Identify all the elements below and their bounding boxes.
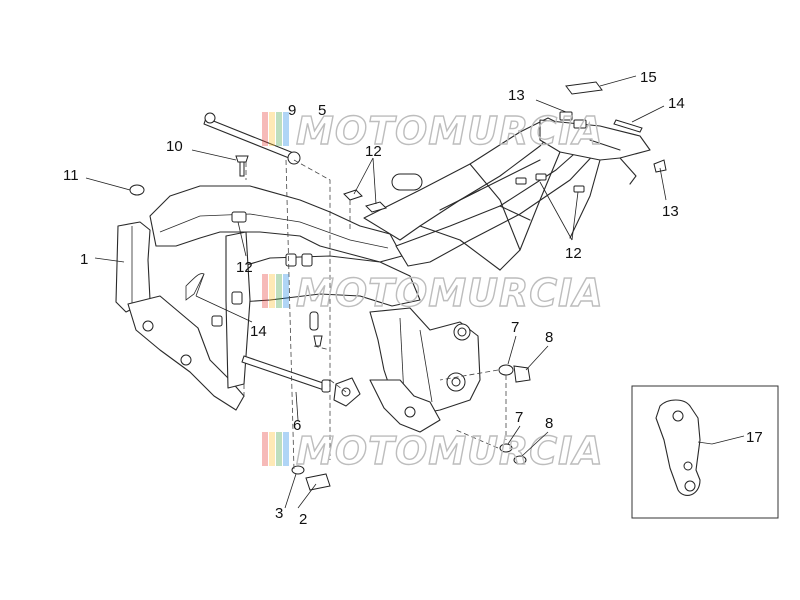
callout-14: 14: [250, 323, 267, 340]
callout-3: 3: [275, 505, 283, 522]
watermark-text: MOTOMURCIA: [296, 429, 604, 473]
inset-panel: [631, 385, 779, 519]
watermark-stripe: [276, 432, 282, 466]
callout-labels: 1 2 3 6 7 7 8 8 10 11 12 12 12 13 13 14 …: [63, 69, 763, 528]
watermark-stripe: [276, 274, 282, 308]
watermark-stripe: [269, 274, 275, 308]
callout-12: 12: [365, 143, 382, 160]
watermark-stripe: [262, 112, 268, 146]
watermark-stripe: [283, 432, 289, 466]
callout-8: 8: [545, 415, 553, 432]
watermark-bottom: MOTOMURCIA: [262, 428, 604, 474]
mounting-bracket-icon: [655, 399, 701, 496]
watermark-stripe: [262, 432, 268, 466]
callout-14: 14: [668, 95, 685, 112]
callout-17: 17: [746, 429, 763, 446]
watermark-stripe: [262, 274, 268, 308]
callout-13: 13: [508, 87, 525, 104]
leader-lines: [85, 75, 745, 509]
callout-9: 9: [288, 102, 296, 119]
callout-7: 7: [515, 409, 523, 426]
assembly-lines: [243, 159, 507, 471]
watermark-text: MOTOMURCIA: [296, 109, 604, 153]
callout-15: 15: [640, 69, 657, 86]
callout-10: 10: [166, 138, 183, 155]
callout-6: 6: [293, 417, 301, 434]
callout-2: 2: [299, 511, 307, 528]
callout-11: 11: [63, 167, 79, 184]
watermark-stripe: [269, 112, 275, 146]
callout-12: 12: [236, 259, 253, 276]
watermark-stripe: [283, 112, 289, 146]
callout-5: 5: [318, 102, 326, 119]
callout-12: 12: [565, 245, 582, 262]
watermark-stripe: [269, 432, 275, 466]
watermark-text: MOTOMURCIA: [296, 271, 604, 315]
watermark-stripe: [283, 274, 289, 308]
watermark-top: MOTOMURCIA: [262, 108, 604, 154]
watermark-stripe: [276, 112, 282, 146]
callout-7: 7: [511, 319, 519, 336]
callout-1: 1: [80, 251, 88, 268]
watermark-middle: MOTOMURCIA: [262, 270, 604, 316]
callout-8: 8: [545, 329, 553, 346]
callout-13: 13: [662, 203, 679, 220]
